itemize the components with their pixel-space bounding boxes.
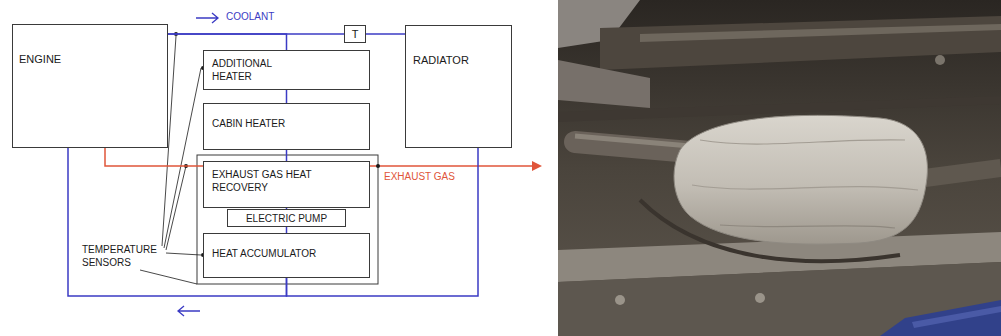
box-text: EXHAUST GAS HEAT RECOVERY (212, 168, 322, 194)
engine-box: ENGINE (12, 24, 168, 148)
box-text: ENGINE (19, 53, 61, 66)
wrap-fold (720, 225, 895, 228)
callout-label: TEMPERATURE SENSORS (82, 243, 172, 269)
box-text: CABIN HEATER (212, 117, 285, 130)
heat-recovery-box: EXHAUST GAS HEAT RECOVERY (203, 161, 370, 208)
exhaust-line (105, 148, 203, 166)
bolt (615, 295, 625, 305)
underbody-photo (558, 0, 1001, 336)
leader-line (166, 253, 201, 255)
heater-box: ADDITIONAL HEATER (203, 50, 370, 90)
box-text: ELECTRIC PUMP (246, 212, 327, 225)
diagram-drawing (140, 13, 542, 316)
module-outline (197, 155, 378, 284)
sensor-dots (174, 32, 380, 257)
thermostat-box: T (344, 25, 366, 43)
wrap-fold (700, 140, 905, 144)
underbody-cable (640, 200, 900, 261)
exhaust-arrowhead (532, 161, 542, 171)
coolant-line (168, 34, 287, 50)
leader-line (140, 270, 197, 284)
flow-arrow (178, 306, 200, 316)
heater-box: CABIN HEATER (203, 103, 370, 150)
box-text: T (352, 28, 359, 41)
pump-box: ELECTRIC PUMP (227, 209, 346, 227)
pipe-highlight (575, 136, 690, 146)
lift-arm-edge (912, 306, 1001, 328)
floor-pan (558, 262, 1001, 336)
coolant-line (286, 90, 288, 103)
coolant-line (366, 33, 405, 35)
side-rail (558, 60, 650, 108)
coolant-line (286, 150, 288, 161)
wrapped-heat-exchanger (674, 115, 927, 244)
flow-label: EXHAUST GAS (384, 170, 455, 183)
wrap-fold (692, 185, 918, 190)
box-text: RADIATOR (413, 54, 469, 67)
flow-arrow (196, 13, 218, 23)
bolt (755, 293, 765, 303)
exhaust-outlet-line (370, 165, 534, 167)
leader-line (164, 68, 201, 248)
box-text: HEAT ACCUMULATOR (212, 247, 316, 260)
radiator-box: RADIATOR (405, 25, 512, 148)
sensor-dot (376, 164, 380, 168)
cross-beam (600, 16, 1001, 70)
outlet-pipe (925, 168, 1001, 178)
leader-line (166, 166, 186, 250)
box-text: ADDITIONAL HEATER (212, 57, 292, 83)
beam-edge (640, 24, 1001, 42)
accumulator-box: HEAT ACCUMULATOR (203, 233, 370, 278)
photo-ground (558, 0, 1001, 336)
lift-arm (880, 300, 1001, 336)
flow-label: COOLANT (226, 10, 274, 23)
bolt (935, 55, 945, 65)
